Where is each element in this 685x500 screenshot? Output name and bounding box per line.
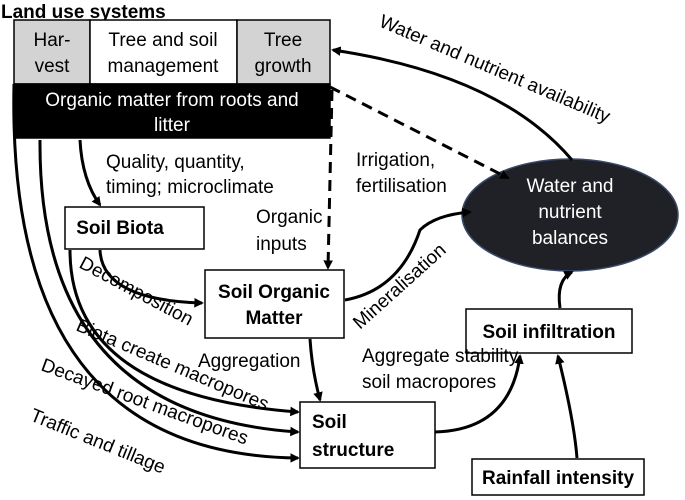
tree-soil-management-label-1: Tree and soil [108, 30, 217, 51]
aggregate-stability-label-2: soil macropores [362, 372, 496, 393]
soil-organic-matter-label-1: Soil Organic [218, 282, 330, 303]
biota-macropores-arrow [68, 249, 300, 417]
irrigation-label-2: fertilisation [356, 176, 447, 197]
aggregation-arrow [308, 338, 323, 402]
quality-label-2: timing; microclimate [106, 177, 274, 198]
soil-biota-box [64, 206, 205, 250]
organic-matter-label-1: Organic matter from roots and [45, 90, 298, 111]
mineralisation-label: Mineralisation [349, 240, 450, 334]
quality-label-1: Quality, quantity, [106, 152, 245, 173]
tree-growth-box [236, 19, 331, 85]
structure-to-infiltration-arrow [434, 354, 524, 434]
balances-label-2: nutrient [538, 202, 602, 223]
rainfall-intensity-box [471, 458, 645, 496]
tree-growth-label-2: growth [254, 56, 311, 77]
tree-growth-label-1: Tree [264, 30, 302, 51]
harvest-label-1: Har- [34, 30, 71, 51]
irrigation-label-1: Irrigation, [356, 150, 435, 171]
irrigation-dashed-arrow [329, 85, 510, 180]
availability-arrow [331, 46, 574, 161]
decomposition-label: Decomposition [76, 253, 197, 331]
organic-inputs-label-1: Organic [256, 207, 323, 228]
soil-structure-label-2: structure [312, 440, 394, 461]
soil-infiltration-box [465, 308, 633, 354]
soil-biota-label: Soil Biota [76, 218, 164, 239]
rainfall-to-infiltration-arrow [555, 354, 579, 459]
diagram-title: Land use systems [1, 2, 166, 23]
harvest-label-2: vest [35, 56, 71, 77]
balances-label-1: Water and [527, 176, 614, 197]
organic-matter-box [13, 83, 331, 139]
organic-matter-label-2: litter [154, 115, 191, 136]
mineralisation-arrow [344, 207, 472, 302]
soil-structure-box [299, 401, 436, 469]
organic-inputs-label-2: inputs [256, 234, 307, 255]
balances-label-3: balances [532, 228, 608, 249]
traffic-tillage-label: Traffic and tillage [27, 405, 168, 478]
soil-infiltration-label: Soil infiltration [483, 322, 616, 343]
infiltration-to-balances-arrow [557, 270, 574, 309]
organic-inputs-dashed-arrow [323, 89, 334, 270]
soil-structure-label-1: Soil [312, 412, 347, 433]
water-nutrient-availability-label: Water and nutrient availability [376, 11, 613, 128]
traffic-tillage-arrow [12, 83, 300, 463]
organic-to-biota-arrow [78, 139, 102, 207]
rainfall-intensity-label: Rainfall intensity [482, 468, 634, 489]
aggregate-stability-label-1: Aggregate stability, [362, 346, 522, 367]
tree-soil-management-label-2: management [108, 56, 220, 77]
aggregation-label: Aggregation [198, 351, 300, 372]
decomposition-arrow [98, 249, 204, 308]
soil-organic-matter-box [204, 269, 345, 339]
soil-organic-matter-label-2: Matter [245, 308, 303, 329]
decayed-root-arrow [38, 139, 300, 437]
